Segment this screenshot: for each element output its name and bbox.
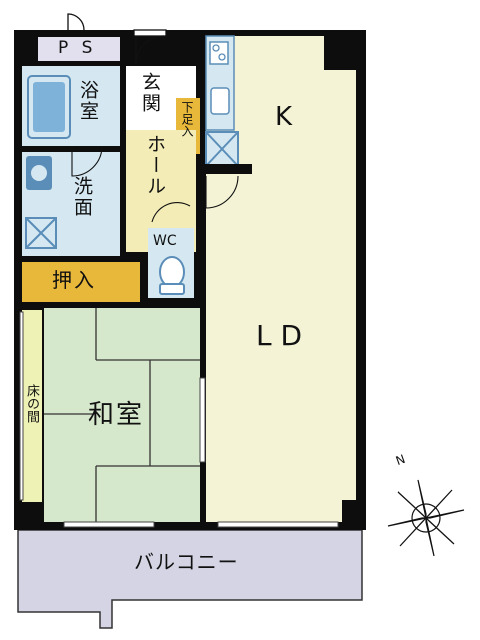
windows	[19, 311, 339, 528]
front-door-icon	[133, 29, 167, 65]
wc-label: WC	[153, 233, 177, 249]
ld-label: L D	[256, 319, 303, 352]
washroom-label: 洗面	[71, 176, 93, 218]
tokonoma-label: 床の間	[24, 384, 39, 423]
washitsu-label: 和室	[88, 400, 145, 430]
tatami-lines	[44, 308, 200, 522]
closet-area	[22, 262, 140, 302]
fridge-space-icon	[205, 131, 239, 167]
kitchen-label: K	[275, 102, 293, 132]
compass-icon	[387, 479, 465, 557]
ps-area	[38, 37, 120, 61]
ps-label: P S	[58, 38, 97, 58]
stove-icon	[209, 41, 229, 65]
bath-label: 浴室	[77, 80, 99, 122]
interior-doors	[71, 145, 239, 223]
ldk-area	[206, 36, 356, 522]
hall-label: ホール	[144, 134, 166, 197]
balcony-label: バルコニー	[134, 550, 239, 574]
closet-label: 押入	[52, 268, 96, 292]
washer-icon	[25, 217, 57, 249]
washitsu-area	[44, 308, 200, 522]
toilet-icon	[159, 256, 185, 295]
kitchen-sink-icon	[210, 87, 230, 115]
shoe-box-label: 下足入	[180, 101, 194, 137]
balcony-area	[17, 529, 363, 629]
tokonoma-area	[22, 310, 42, 502]
entrance-label: 玄関	[139, 72, 161, 114]
bathtub-icon	[27, 75, 71, 139]
ps-door-icon	[67, 13, 85, 31]
